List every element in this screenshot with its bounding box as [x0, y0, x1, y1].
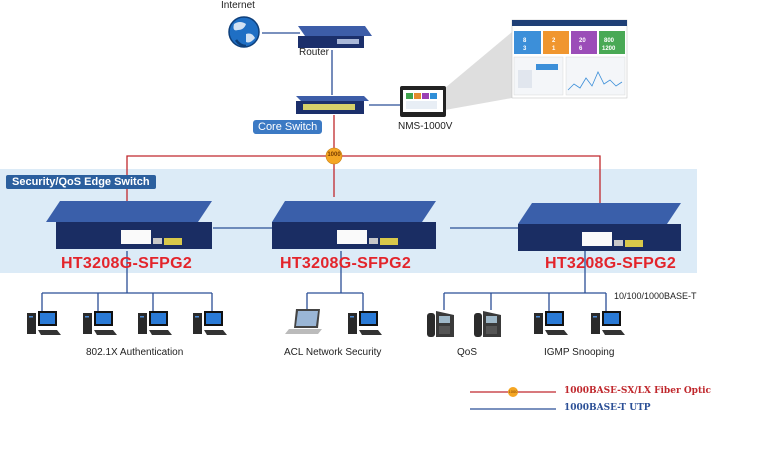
fiber-speed-text: 1000	[327, 152, 341, 158]
dash-tile-8: 1200	[602, 46, 616, 52]
internet-label: Internet	[221, 0, 255, 11]
zone-title: Security/QoS Edge Switch	[6, 175, 156, 189]
group-acl-label: ACL Network Security	[284, 347, 382, 358]
ip-phone-icons	[427, 311, 501, 337]
core-switch-icon	[296, 96, 369, 114]
router-icon	[298, 26, 372, 48]
dash-tile-4: 800	[604, 38, 615, 44]
fiber-speed-badge	[325, 147, 343, 165]
switch-model-3: HT3208G-SFPG2	[545, 255, 677, 272]
dash-tile-1: 8	[523, 38, 527, 44]
legend-fiber-label: 1000BASE-SX/LX Fiber Optic	[564, 386, 712, 396]
zoom-wedge	[445, 32, 512, 110]
legend-utp-label: 1000BASE-T UTP	[564, 403, 651, 413]
switch-model-1: HT3208G-SFPG2	[61, 255, 193, 272]
port-type-label: 10/100/1000BASE-T	[614, 291, 697, 301]
nms-dashboard-thumbnail	[511, 19, 628, 99]
core-switch-label: Core Switch	[253, 120, 323, 134]
nms-device-icon	[400, 86, 446, 117]
group-igmp-label: IGMP Snooping	[544, 347, 615, 358]
group-qos-label: QoS	[457, 347, 478, 358]
legend-fiber-badge	[508, 387, 518, 397]
switch-model-2: HT3208G-SFPG2	[280, 255, 412, 272]
fiber-links	[126, 115, 601, 203]
edge-switch-2-icon	[272, 201, 436, 249]
legend-badge-text: 1000	[508, 389, 518, 394]
edge-switch-1-icon	[46, 201, 212, 249]
switch3-endpoint-links	[443, 251, 607, 312]
dash-tile-6: 1	[552, 46, 556, 52]
nms-label: NMS-1000V	[398, 121, 453, 132]
dash-tile-3: 20	[579, 38, 586, 44]
edge-switch-3-icon	[518, 203, 681, 251]
dash-tile-7: 6	[579, 46, 583, 52]
pc-icons	[27, 311, 625, 335]
dash-tile-5: 3	[523, 46, 527, 52]
switch2-endpoint-links	[306, 251, 364, 312]
group-auth-label: 802.1X Authentication	[86, 347, 184, 358]
internet-globe-icon	[228, 16, 260, 48]
switch1-endpoint-links	[41, 251, 213, 312]
dash-tile-2: 2	[552, 38, 556, 44]
laptop-icon	[285, 309, 322, 334]
router-label: Router	[299, 47, 330, 58]
